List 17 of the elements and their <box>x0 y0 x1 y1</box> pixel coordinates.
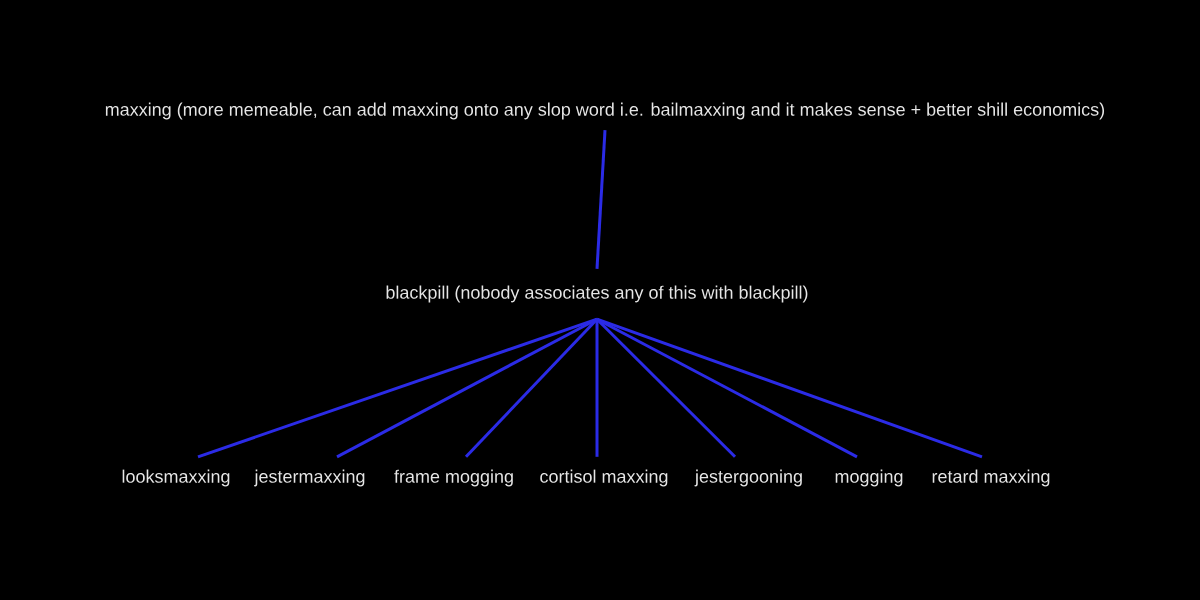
connector-line <box>197 317 598 459</box>
node-label: retard maxxing <box>932 469 1050 487</box>
connector-line <box>336 317 598 459</box>
node-label: blackpill (nobody associates any of this with blackpill) <box>386 285 808 303</box>
node-label: frame mogging <box>394 469 513 487</box>
node-label: maxxing (more memeable, can add maxxing onto any slop word i.e. bailmaxxing and it makes sense + better shill economics) <box>105 102 1105 120</box>
connector-line <box>595 130 607 269</box>
connector-line <box>595 318 737 458</box>
node-label: jestergooning <box>694 469 802 487</box>
node-label: jestermaxxing <box>254 469 365 487</box>
node-label: mogging <box>835 469 903 487</box>
connector-line <box>596 317 858 459</box>
connector-line <box>596 317 983 459</box>
node-label: cortisol maxxing <box>540 469 668 487</box>
connector-line <box>595 319 599 457</box>
connector-line <box>464 318 599 458</box>
node-label: looksmaxxing <box>122 469 230 487</box>
